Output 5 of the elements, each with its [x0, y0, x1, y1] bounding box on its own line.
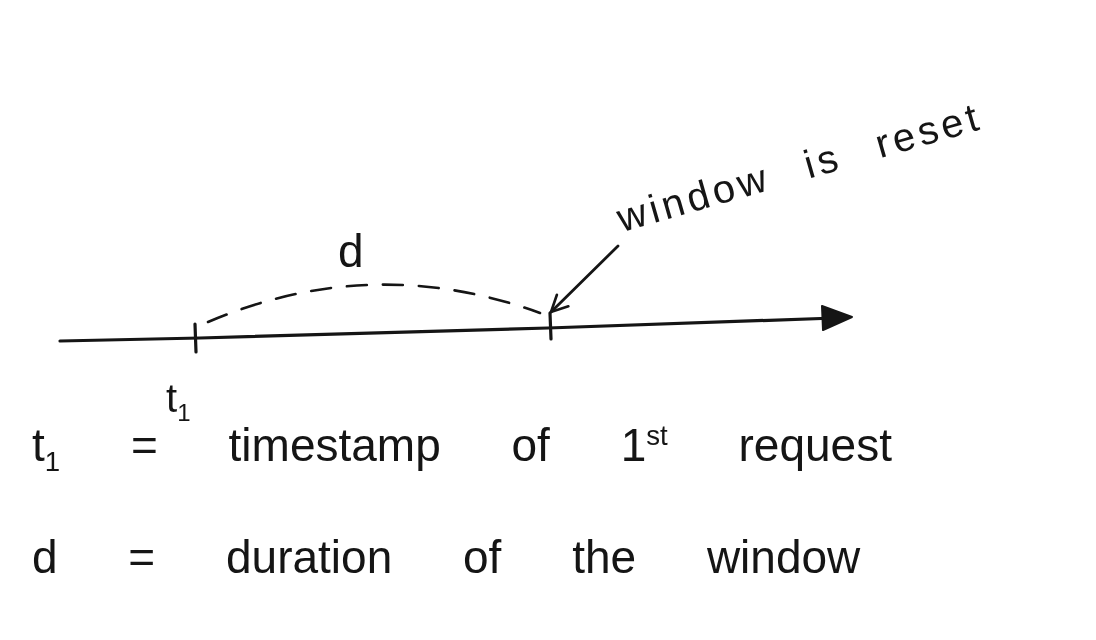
tick-mark	[548, 311, 553, 341]
leader-arrow	[549, 244, 620, 314]
dimension-label: d	[338, 226, 364, 277]
annotation-text: window is reset	[611, 93, 987, 240]
definition-text: d = duration of the window	[32, 532, 861, 583]
